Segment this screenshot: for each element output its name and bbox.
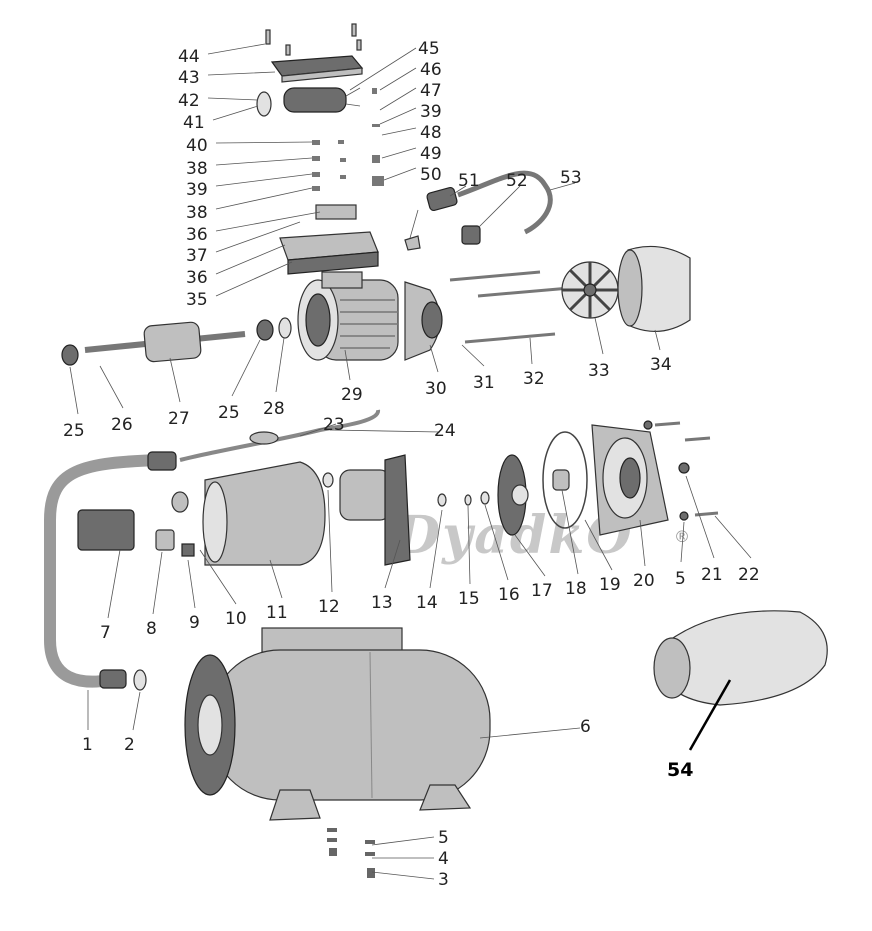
part-label: 31 [473,373,495,393]
part-label: 51 [458,171,480,191]
part-label: 50 [420,165,442,185]
part-label: 43 [178,68,200,88]
part-label: 41 [183,113,205,133]
capacitor [256,87,361,117]
terminal-box [279,204,379,275]
part-label: 5 [675,569,686,589]
terminal-small-parts [312,88,384,191]
part-label: 52 [506,171,528,191]
part-label: 49 [420,144,442,164]
part-label: 54 [667,759,693,781]
part-label: 11 [266,603,288,623]
part-label: 32 [523,369,545,389]
part-label: 3 [438,870,449,890]
part-label: 25 [218,403,240,423]
part-label: 36 [186,268,208,288]
tank-membrane [653,610,828,706]
part-label: 21 [701,565,723,585]
part-label: 40 [186,136,208,156]
part-label: 20 [633,571,655,591]
part-label: 23 [323,415,345,435]
motor-end-cover [404,281,443,361]
part-label: 28 [263,399,285,419]
part-label: 9 [189,613,200,633]
part-label: 15 [458,589,480,609]
o-ring [542,431,588,529]
part-label: 46 [420,60,442,80]
part-label: 8 [146,619,157,639]
part-label: 12 [318,597,340,617]
part-label: 53 [560,168,582,188]
impeller [464,454,529,536]
part-label: 39 [186,180,208,200]
part-label: 2 [124,735,135,755]
part-label: 24 [434,421,456,441]
diffuser [339,454,447,566]
part-label: 4 [438,849,449,869]
part-label: 42 [178,91,200,111]
part-label: 13 [371,593,393,613]
part-label: 1 [82,735,93,755]
part-label: 5 [438,828,449,848]
pressure-switch [77,509,195,557]
part-label: 47 [420,81,442,101]
part-label: 30 [425,379,447,399]
part-label: 34 [650,355,672,375]
part-label: 14 [416,593,438,613]
seal [552,469,570,491]
motor-stator [297,271,399,361]
part-label: 19 [599,575,621,595]
part-label: 37 [186,246,208,266]
pump-flange [591,420,719,536]
part-label: 38 [186,159,208,179]
pressure-tank [184,627,491,878]
registered-mark: ® [674,527,690,546]
part-label: 38 [186,203,208,223]
part-label: 45 [418,39,440,59]
part-label: 44 [178,47,200,67]
part-label: 7 [100,623,111,643]
part-label: 25 [63,421,85,441]
part-label: 35 [186,290,208,310]
part-label: 26 [111,415,133,435]
part-label: 29 [341,385,363,405]
part-label: 33 [588,361,610,381]
leader-lines [69,43,752,880]
part-number-labels: 44 43 42 41 40 38 39 38 36 37 36 35 45 4… [63,39,760,890]
tie-rods [449,270,571,344]
part-label: 36 [186,225,208,245]
part-label: 22 [738,565,760,585]
power-cord [404,170,553,251]
plug [249,431,279,445]
part-label: 10 [225,609,247,629]
part-label: 18 [565,579,587,599]
part-label: 6 [580,717,591,737]
part-label: 27 [168,409,190,429]
terminal-box-cover [265,23,364,83]
rotor-shaft [61,317,292,366]
hose [44,451,177,691]
part-label: 39 [420,102,442,122]
fan [561,261,619,319]
part-label: 17 [531,581,553,601]
part-label: 48 [420,123,442,143]
pump-body [171,461,334,566]
part-label: 16 [498,585,520,605]
fan-cover [617,245,691,333]
